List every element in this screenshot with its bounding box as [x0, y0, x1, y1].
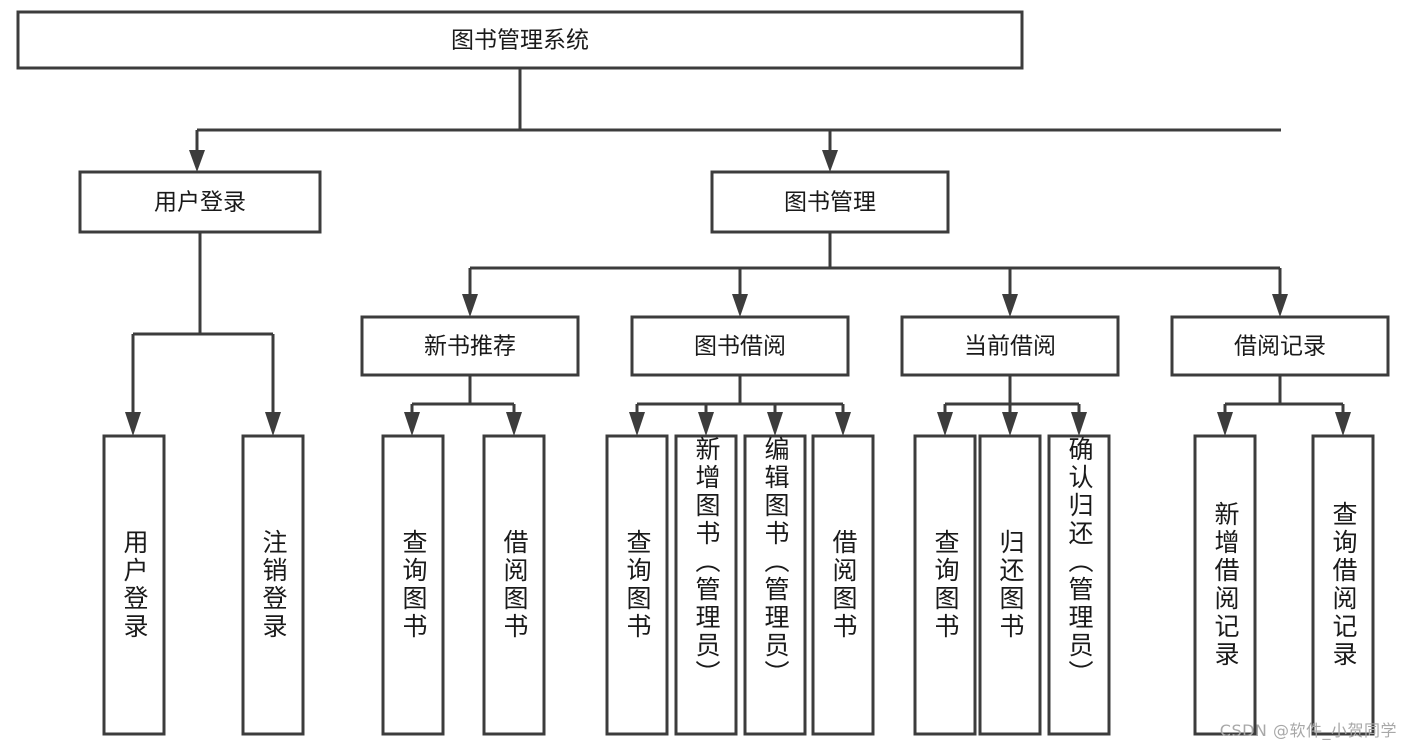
node-borrow-record[interactable]: 借阅记录	[1170, 315, 1390, 377]
connector-user-login-to-leaves	[125, 232, 281, 436]
arrow-to-current-borrow	[1002, 294, 1018, 317]
node-new-book-recommend-label: 新书推荐	[424, 334, 516, 360]
leaf-query-record-box[interactable]	[1311, 434, 1375, 736]
node-borrow-record-label: 借阅记录	[1234, 334, 1326, 360]
leaf-borrow-book-2-box[interactable]	[811, 434, 875, 736]
arrow-to-new-book-recommend	[462, 294, 478, 317]
arrow-to-book-borrow	[732, 294, 748, 317]
arrow-to-leaf-add-record	[1217, 412, 1233, 436]
leaf-user-logout-box[interactable]	[241, 434, 305, 736]
leaf-query-book-3-box[interactable]	[913, 434, 977, 736]
arrow-to-user-login	[189, 150, 205, 172]
connector-root-to-level2	[189, 68, 1281, 172]
leaf-user-login-box[interactable]	[102, 434, 166, 736]
connector-book-borrow-to-leaves	[629, 375, 851, 436]
arrow-to-leaf-edit-book	[767, 412, 783, 436]
arrow-to-leaf-return-book	[1002, 412, 1018, 436]
leaf-confirm-return-box[interactable]	[1047, 434, 1111, 736]
leaf-query-book-1-box[interactable]	[381, 434, 445, 736]
node-book-manage-label: 图书管理	[784, 190, 876, 216]
node-current-borrow[interactable]: 当前借阅	[900, 315, 1120, 377]
node-root-box	[16, 10, 1024, 70]
node-book-manage[interactable]: 图书管理	[710, 170, 950, 234]
arrow-to-borrow-record	[1272, 294, 1288, 317]
watermark: CSDN @软件_小贺同学	[1219, 721, 1397, 740]
leaf-query-book-2-box[interactable]	[605, 434, 669, 736]
arrow-to-book-manage	[822, 150, 838, 172]
connector-borrow-record-to-leaves	[1217, 375, 1351, 436]
node-user-login-label: 用户登录	[154, 190, 246, 216]
leaf-borrow-book-1-box[interactable]	[482, 434, 546, 736]
node-current-borrow-box	[900, 315, 1120, 377]
node-book-borrow-label: 图书借阅	[694, 334, 786, 360]
leaf-add-book-box[interactable]	[674, 434, 738, 736]
arrow-to-leaf-query-book-2	[629, 412, 645, 436]
arrow-to-leaf-query-book-3	[937, 412, 953, 436]
node-new-book-recommend[interactable]: 新书推荐	[360, 315, 580, 377]
arrow-to-leaf-add-book	[698, 412, 714, 436]
node-root-label: 图书管理系统	[451, 28, 589, 54]
connector-book-manage-to-level3	[462, 232, 1288, 317]
arrow-to-leaf-user-logout	[265, 412, 281, 436]
leaf-boxes	[102, 434, 1375, 736]
node-book-borrow[interactable]: 图书借阅	[630, 315, 850, 377]
node-root[interactable]: 图书管理系统	[16, 10, 1024, 70]
node-user-login[interactable]: 用户登录	[78, 170, 322, 234]
connector-current-borrow-to-leaves	[937, 375, 1087, 436]
node-new-book-recommend-box	[360, 315, 580, 377]
leaf-add-record-box[interactable]	[1193, 434, 1257, 736]
arrow-to-leaf-query-record	[1335, 412, 1351, 436]
arrow-to-leaf-query-book-1	[404, 412, 420, 436]
arrow-to-leaf-borrow-book-2	[835, 412, 851, 436]
arrow-to-leaf-user-login	[125, 412, 141, 436]
node-current-borrow-label: 当前借阅	[964, 334, 1056, 360]
arrow-to-leaf-confirm-return	[1071, 412, 1087, 436]
leaf-edit-book-box[interactable]	[743, 434, 807, 736]
arrow-to-leaf-borrow-book-1	[506, 412, 522, 436]
connector-new-book-recommend-to-leaves	[404, 375, 522, 436]
leaf-return-book-box[interactable]	[978, 434, 1042, 736]
node-user-login-box	[78, 170, 322, 234]
